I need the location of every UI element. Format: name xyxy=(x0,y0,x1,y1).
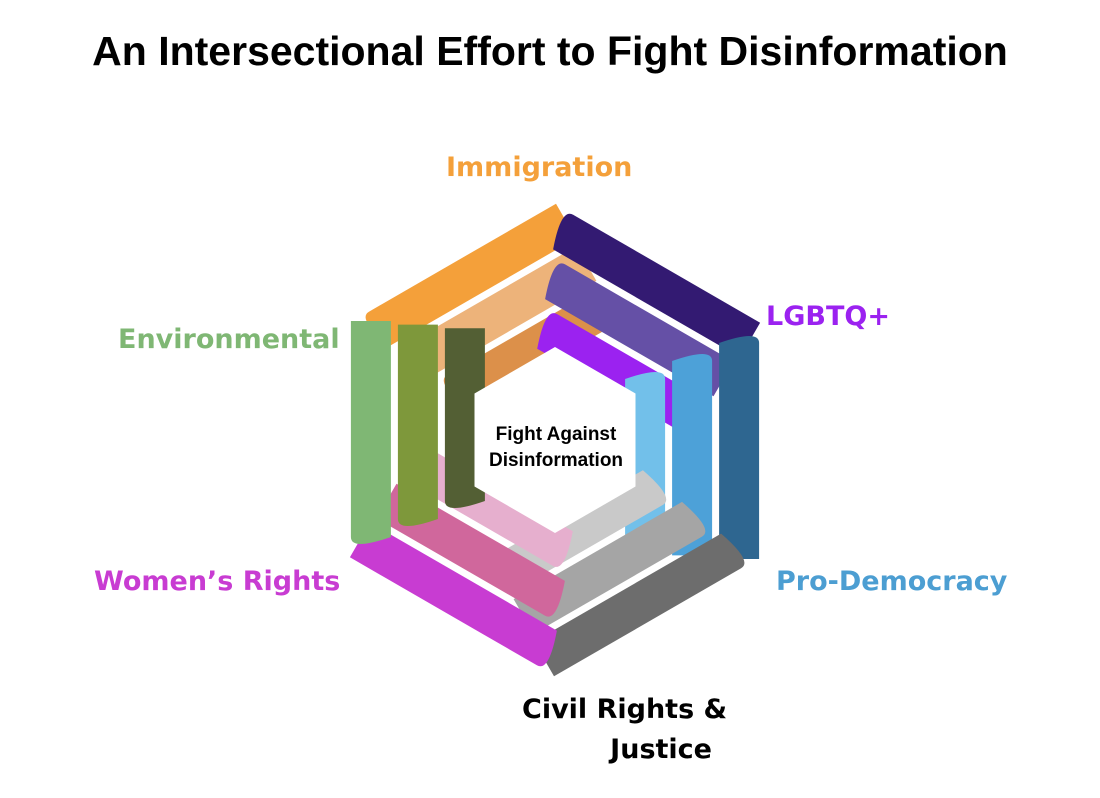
center-label-line1: Fight Against xyxy=(462,422,650,448)
center-label-line2: Disinformation xyxy=(462,448,650,474)
label-immigration: Immigration xyxy=(446,148,632,188)
label-womens-rights: Women’s Rights xyxy=(94,562,340,602)
center-label: Fight Against Disinformation xyxy=(462,422,650,474)
label-pro-democracy: Pro-Democracy xyxy=(776,562,1007,602)
ribbon-stripe xyxy=(719,336,759,559)
ribbon-stripe xyxy=(351,321,391,544)
label-civil-rights-line1: Civil Rights & xyxy=(522,690,712,730)
label-civil-rights-line2: Justice xyxy=(522,730,712,770)
label-lgbtq: LGBTQ+ xyxy=(766,297,890,337)
label-environmental: Environmental xyxy=(118,320,340,360)
ribbon-stripe xyxy=(398,325,438,526)
label-civil-rights: Civil Rights & Justice xyxy=(522,690,712,770)
